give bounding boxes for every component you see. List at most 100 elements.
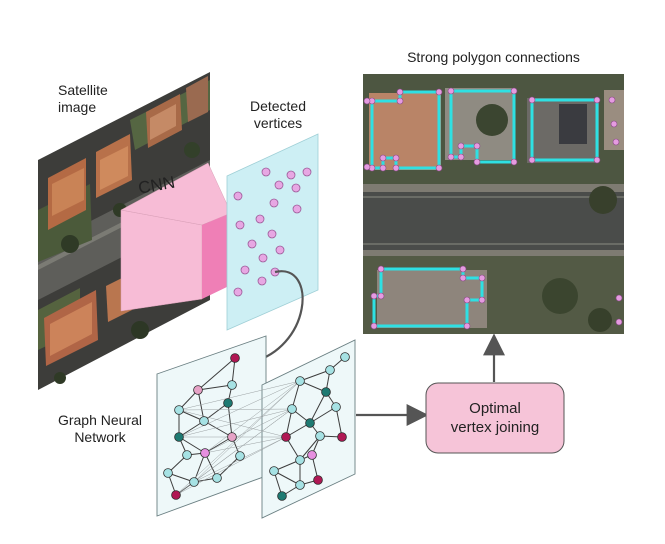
- gnn-label-line2: Network: [74, 429, 126, 445]
- gnn-label-line1: Graph Neural: [57, 412, 143, 428]
- polygon-vertex: [593, 96, 601, 104]
- vertex-dot: [292, 204, 302, 214]
- gnn-cross-edge: [193, 380, 301, 483]
- polygon-vertex: [593, 156, 601, 164]
- gnn-edge: [178, 420, 205, 438]
- polygon-vertex: [478, 296, 486, 304]
- gnn-nodes: [163, 352, 350, 501]
- polygon-vertex: [457, 142, 465, 150]
- vertex-dot: [302, 167, 312, 177]
- gnn-node: [295, 376, 305, 386]
- gnn-node: [171, 490, 181, 500]
- gnn-edge: [193, 452, 206, 483]
- vertex-dot: [255, 214, 265, 224]
- gnn-edge: [273, 470, 301, 486]
- curve-arrow: [241, 270, 304, 371]
- gnn-node: [200, 448, 210, 458]
- polygon-vertex: [473, 142, 481, 150]
- gnn-edge: [216, 455, 241, 479]
- optimal-label: Optimal vertex joining: [426, 399, 564, 437]
- polygon-vertex: [608, 96, 616, 104]
- gnn-edge: [291, 380, 301, 410]
- gnn-node: [315, 431, 325, 441]
- gnn-node: [269, 466, 279, 476]
- gnn-node: [182, 450, 192, 460]
- strong-polygon-label: Strong polygon connections: [407, 49, 580, 65]
- polygon-vertex: [396, 88, 404, 96]
- gnn-edge: [204, 436, 233, 454]
- vertex-dot: [274, 180, 284, 190]
- gnn-node: [189, 477, 199, 487]
- polygon-vertex: [392, 154, 400, 162]
- gnn-edge: [309, 406, 337, 424]
- gnn-node: [331, 402, 341, 412]
- gnn-edge: [197, 384, 233, 391]
- gnn-node: [230, 353, 240, 363]
- gnn-node: [305, 418, 315, 428]
- gnn-node: [227, 432, 237, 442]
- vertex-dot: [286, 170, 296, 180]
- satellite-label-line1: Satellite: [58, 82, 108, 98]
- polygon-vertex: [510, 87, 518, 95]
- vertex-dot: [275, 245, 285, 255]
- gnn-node: [227, 380, 237, 390]
- gnn-node: [295, 455, 305, 465]
- gnn-panel-2: [261, 339, 356, 519]
- polygon-vertex: [377, 292, 385, 300]
- polygon-vertex: [379, 154, 387, 162]
- gnn-cross-edge: [178, 380, 301, 438]
- gnn-node: [337, 432, 347, 442]
- detected-label-line2: vertices: [253, 115, 303, 131]
- vertex-dot: [247, 239, 257, 249]
- polygon-vertex: [370, 292, 378, 300]
- polygon-vertex: [363, 97, 371, 105]
- gnn-edge: [309, 391, 327, 424]
- polygon-vertex: [528, 156, 536, 164]
- optimal-box: [425, 382, 565, 454]
- polygon-vertex: [463, 296, 471, 304]
- polygon-vertex: [447, 153, 455, 161]
- vertex-dot: [233, 287, 243, 297]
- gnn-node: [193, 385, 203, 395]
- polygon-vertex: [377, 265, 385, 273]
- gnn-node: [325, 365, 335, 375]
- gnn-node: [281, 432, 291, 442]
- strong-polygons: [363, 87, 623, 330]
- polygon-vertex: [379, 164, 387, 172]
- gnn-edge: [299, 369, 331, 382]
- polygon-vertex: [615, 318, 623, 326]
- gnn-node: [287, 404, 297, 414]
- vertex-dot: [257, 276, 267, 286]
- gnn-node: [212, 473, 222, 483]
- gnn-node: [174, 432, 184, 442]
- gnn-node: [321, 387, 331, 397]
- gnn-edge: [197, 357, 236, 391]
- gnn-cross-edge: [204, 408, 293, 454]
- polygon-vertex: [392, 164, 400, 172]
- polygon-vertex: [612, 138, 620, 146]
- polygon-vertex: [435, 88, 443, 96]
- gnn-edge: [178, 436, 206, 454]
- polygon-vertex: [459, 274, 467, 282]
- detected-vertices-label: Detected vertices: [232, 98, 324, 132]
- cnn-block: [120, 162, 232, 312]
- optimal-label-line1: Optimal: [469, 400, 521, 417]
- polygon-vertex: [459, 265, 467, 273]
- gnn-node: [174, 405, 184, 415]
- aerial-result-image: [363, 74, 624, 334]
- polygon-vertex: [473, 158, 481, 166]
- vertex-dot: [261, 167, 271, 177]
- gnn-edge: [227, 402, 233, 438]
- polygon-vertex: [528, 96, 536, 104]
- polygon-vertex: [510, 158, 518, 166]
- vertex-dot: [258, 253, 268, 263]
- gnn-node: [277, 491, 287, 501]
- polygon-vertex: [370, 322, 378, 330]
- gnn-node: [199, 416, 209, 426]
- optimal-label-line2: vertex joining: [450, 419, 540, 436]
- gnn-node: [223, 398, 233, 408]
- vertex-dot: [235, 220, 245, 230]
- gnn-node: [235, 451, 245, 461]
- gnn-label: Graph Neural Network: [44, 412, 156, 446]
